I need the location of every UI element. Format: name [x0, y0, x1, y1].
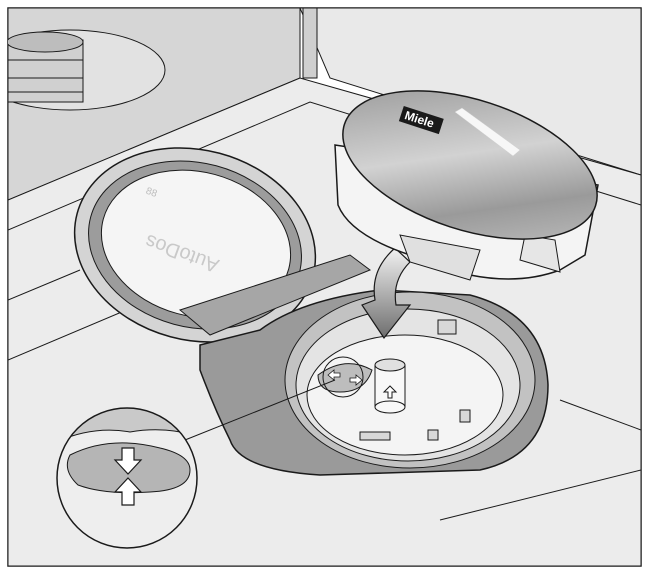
- tub-wall-right: [299, 8, 641, 176]
- arrow-down-icon: [113, 447, 143, 475]
- arrow-up-icon: [382, 385, 398, 399]
- lid-marking-small: 88: [144, 186, 159, 200]
- brand-badge: [398, 105, 444, 135]
- spray-arm-hub: [8, 29, 166, 111]
- leader-line: [184, 379, 336, 441]
- arrow-right-icon: [349, 374, 363, 386]
- detail-callout: [322, 356, 364, 398]
- hinge: [178, 254, 372, 336]
- dispenser-housing: [199, 289, 549, 476]
- arrow-up-icon: [113, 477, 143, 506]
- zoom-detail: [56, 407, 198, 549]
- arrow-left-icon: [327, 369, 341, 381]
- curved-arrow-icon: [361, 247, 412, 340]
- cartridge: Miele: [334, 90, 599, 281]
